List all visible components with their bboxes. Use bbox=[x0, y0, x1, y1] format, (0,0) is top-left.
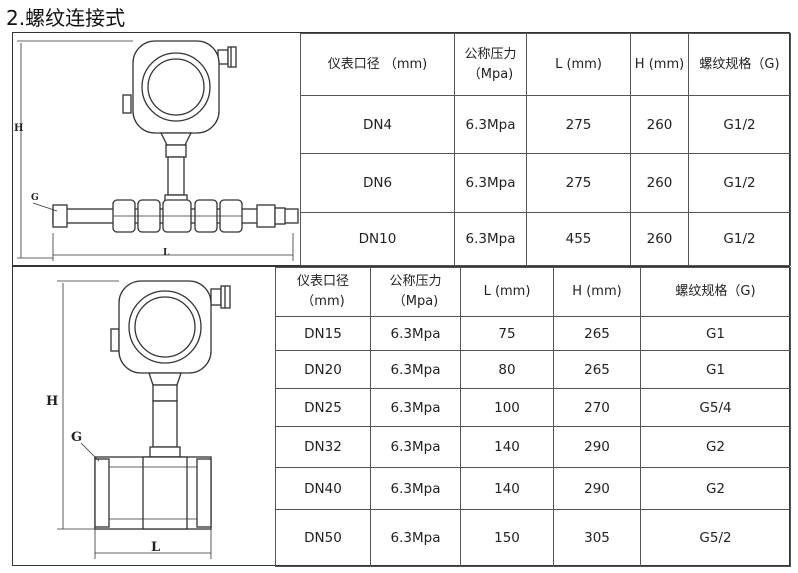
header-height: H (mm) bbox=[553, 267, 641, 317]
cell-height: 270 bbox=[553, 388, 641, 427]
cell-pressure: 6.3Mpa bbox=[370, 350, 461, 389]
cell-height: 290 bbox=[553, 467, 641, 510]
header-height: H (mm) bbox=[630, 33, 689, 96]
table-row: DN25 6.3Mpa 100 270 G5/4 bbox=[275, 388, 791, 427]
small-bore-meter-drawing: H G L bbox=[14, 40, 299, 261]
cell-pressure: 6.3Mpa bbox=[370, 316, 461, 351]
cell-length: 140 bbox=[460, 467, 554, 510]
table-row: DN4 6.3Mpa 275 260 G1/2 bbox=[300, 95, 791, 154]
cell-pressure: 6.3Mpa bbox=[454, 212, 527, 266]
g-thread-label: G bbox=[31, 193, 39, 203]
table-row: DN40 6.3Mpa 140 290 G2 bbox=[275, 467, 791, 510]
cell-bore: DN32 bbox=[275, 426, 371, 468]
cell-height: 290 bbox=[553, 426, 641, 468]
cell-bore: DN6 bbox=[300, 153, 455, 213]
cell-pressure: 6.3Mpa bbox=[370, 467, 461, 510]
cell-length: 275 bbox=[526, 95, 631, 154]
cell-bore: DN10 bbox=[300, 212, 455, 266]
cell-length: 75 bbox=[460, 316, 554, 351]
table-row: DN6 6.3Mpa 275 260 G1/2 bbox=[300, 153, 791, 213]
spec-table-small-bore: 仪表口径 （mm) 公称压力（Mpa) L (mm) H (mm) 螺纹规格（G… bbox=[300, 33, 791, 266]
cell-length: 140 bbox=[460, 426, 554, 468]
table-row: DN15 6.3Mpa 75 265 G1 bbox=[275, 316, 791, 351]
cell-thread: G5/4 bbox=[640, 388, 791, 427]
l-dimension-label: L bbox=[163, 248, 170, 258]
header-bore: 仪表口径（mm) bbox=[275, 267, 371, 317]
table-row: DN32 6.3Mpa 140 290 G2 bbox=[275, 426, 791, 468]
cell-length: 150 bbox=[460, 509, 554, 567]
cell-bore: DN20 bbox=[275, 350, 371, 389]
cell-height: 305 bbox=[553, 509, 641, 567]
l-dimension-label: L bbox=[151, 540, 160, 555]
cell-length: 455 bbox=[526, 212, 631, 266]
cell-height: 260 bbox=[630, 153, 689, 213]
cell-pressure: 6.3Mpa bbox=[370, 509, 461, 567]
cell-bore: DN25 bbox=[275, 388, 371, 427]
header-thread: 螺纹规格（G) bbox=[640, 267, 791, 317]
cell-length: 80 bbox=[460, 350, 554, 389]
g-thread-label: G bbox=[71, 430, 82, 445]
h-dimension-label: H bbox=[46, 394, 58, 409]
cell-height: 265 bbox=[553, 350, 641, 389]
header-bore: 仪表口径 （mm) bbox=[300, 33, 455, 96]
header-pressure: 公称压力（Mpa) bbox=[370, 267, 461, 317]
header-thread: 螺纹规格（G) bbox=[688, 33, 791, 96]
cell-height: 260 bbox=[630, 95, 689, 154]
cell-pressure: 6.3Mpa bbox=[370, 388, 461, 427]
cell-bore: DN15 bbox=[275, 316, 371, 351]
cell-thread: G1/2 bbox=[688, 95, 791, 154]
cell-bore: DN4 bbox=[300, 95, 455, 154]
cell-height: 265 bbox=[553, 316, 641, 351]
large-bore-meter-drawing: H G L bbox=[46, 280, 231, 559]
h-dimension-label: H bbox=[14, 123, 23, 134]
cell-length: 275 bbox=[526, 153, 631, 213]
table-row: DN20 6.3Mpa 80 265 G1 bbox=[275, 350, 791, 389]
cell-bore: DN40 bbox=[275, 467, 371, 510]
table-row: DN50 6.3Mpa 150 305 G5/2 bbox=[275, 509, 791, 567]
header-length: L (mm) bbox=[460, 267, 554, 317]
cell-thread: G2 bbox=[640, 426, 791, 468]
cell-height: 260 bbox=[630, 212, 689, 266]
cell-thread: G1/2 bbox=[688, 153, 791, 213]
section-divider bbox=[12, 265, 790, 267]
cell-pressure: 6.3Mpa bbox=[454, 95, 527, 154]
cell-thread: G2 bbox=[640, 467, 791, 510]
cell-thread: G1/2 bbox=[688, 212, 791, 266]
cell-thread: G1 bbox=[640, 350, 791, 389]
table-row: DN10 6.3Mpa 455 260 G1/2 bbox=[300, 212, 791, 266]
cell-pressure: 6.3Mpa bbox=[370, 426, 461, 468]
cell-bore: DN50 bbox=[275, 509, 371, 567]
header-length: L (mm) bbox=[526, 33, 631, 96]
spec-table-large-bore: 仪表口径（mm) 公称压力（Mpa) L (mm) H (mm) 螺纹规格（G)… bbox=[275, 267, 791, 567]
section-title: 2.螺纹连接式 bbox=[6, 6, 126, 30]
header-pressure: 公称压力（Mpa) bbox=[454, 33, 527, 96]
table-header-row: 仪表口径（mm) 公称压力（Mpa) L (mm) H (mm) 螺纹规格（G) bbox=[275, 267, 791, 317]
cell-pressure: 6.3Mpa bbox=[454, 153, 527, 213]
table-header-row: 仪表口径 （mm) 公称压力（Mpa) L (mm) H (mm) 螺纹规格（G… bbox=[300, 33, 791, 96]
cell-thread: G5/2 bbox=[640, 509, 791, 567]
cell-length: 100 bbox=[460, 388, 554, 427]
cell-thread: G1 bbox=[640, 316, 791, 351]
